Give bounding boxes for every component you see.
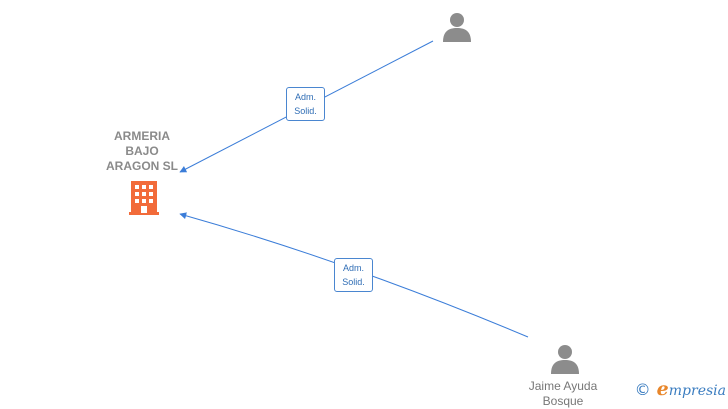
relation-label[interactable]: Adm. Solid. [334,258,373,292]
company-name-line: ARAGON SL [106,159,178,173]
relation-label-line: Adm. [294,92,316,102]
relation-label[interactable]: Adm. Solid. [286,87,325,121]
person-icon[interactable] [551,345,579,374]
brand-logo: empresia [656,378,726,400]
person-name-line: Jaime Ayuda [528,379,598,393]
building-icon[interactable] [129,181,159,215]
company-name[interactable]: ARMERIA BAJO ARAGON SL [92,129,192,174]
copyright-icon: © [634,379,651,399]
person-name-line: Bosque [542,394,584,408]
empresia-watermark[interactable]: © empresia [635,378,726,400]
company-name-line: ARMERIA [114,129,170,143]
relation-label-line: Solid. [294,106,317,116]
relation-label-line: Solid. [342,277,365,287]
person-name[interactable]: Jaime Ayuda Bosque [513,379,613,409]
company-name-line: BAJO [125,144,159,158]
relation-label-line: Adm. [342,263,364,273]
relationship-diagram [129,13,579,374]
person-icon[interactable] [443,13,471,42]
